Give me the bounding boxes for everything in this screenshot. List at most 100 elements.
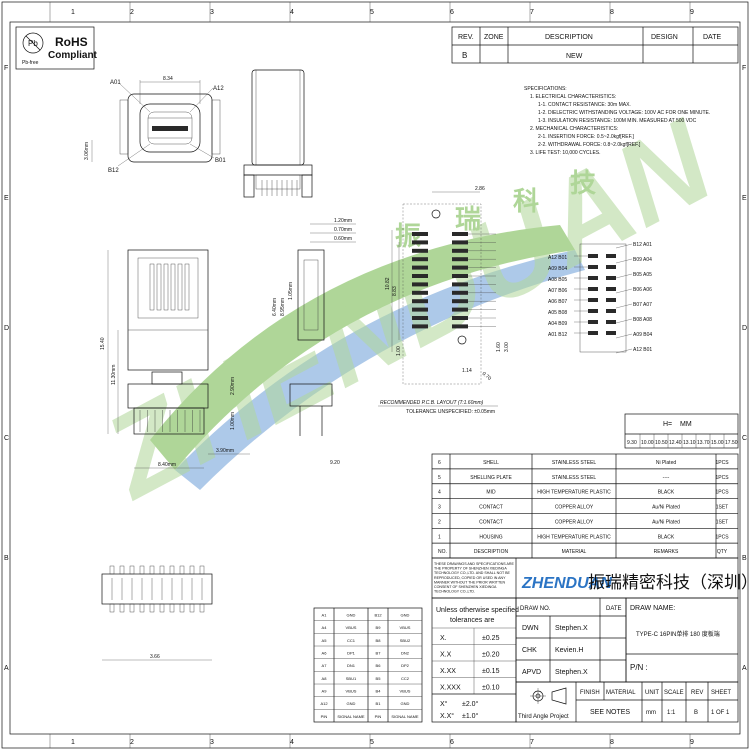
- bom-cell: 1PCS: [715, 534, 729, 540]
- tol-angle1-val: ±2.0°: [462, 700, 479, 708]
- a12-label: A12: [213, 86, 224, 92]
- pin-signal-cell: A9: [322, 689, 328, 694]
- pin-map-right-label: B12 A01: [633, 242, 652, 248]
- bom-cell: COPPER ALLOY: [555, 519, 594, 525]
- pin-signal-cell: SBU2: [400, 638, 411, 643]
- slot: [163, 263, 169, 311]
- bottom-contact: [159, 565, 165, 575]
- d-0-60-dim: 0.60mm: [334, 236, 352, 242]
- pin-signal-cell: GND: [347, 701, 356, 706]
- bottom-contact: [189, 603, 195, 613]
- pin-signal-cell: A5: [322, 638, 328, 643]
- scale-label: SCALE: [664, 690, 684, 696]
- pin-map-right-label: B08 A08: [633, 317, 652, 323]
- tolerance-rows: X.±0.25X.X±0.20X.XX±0.15X.XXX±0.10: [432, 627, 516, 694]
- pcb-pad-left: [412, 299, 428, 304]
- pin-map-pad: [606, 265, 616, 269]
- zone-col-bottom: 9: [690, 739, 694, 746]
- pcb-layout: 10.82 8.83 2.86 1.00 1.14 0.70 3.00 1.60…: [378, 186, 510, 415]
- watermark-swoosh-blue: [175, 250, 585, 490]
- watermark: ZHENDUAN 振 瑞 科 技: [83, 94, 735, 524]
- d-3-00-dim: 3.00: [504, 342, 510, 352]
- bom-cell: STAINLESS STEEL: [552, 475, 597, 481]
- pin-map-leader: [615, 273, 633, 279]
- d-3-66-dim: 3.66: [150, 654, 160, 660]
- pin-signal-cell: B1: [376, 701, 382, 706]
- zone-row-right: D: [742, 325, 747, 332]
- pin-map-leader: [615, 303, 633, 309]
- tolerance-block: Unless otherwise specified tolerances ar…: [431, 597, 519, 723]
- h-unit: MM: [680, 421, 692, 428]
- notice-line: THE PROPERTY OF SHENZHEN XIEDINGA: [434, 567, 507, 571]
- pcb-pad-left: [412, 282, 428, 287]
- bom-cell: 2: [438, 519, 441, 525]
- pcb-pad-right: [452, 290, 468, 295]
- bottom-contact: [119, 603, 125, 613]
- pin-map-leader: [615, 348, 633, 354]
- projection-label: Third Angle Project: [518, 714, 569, 720]
- bom-cell: Au/Ni Plated: [652, 519, 680, 525]
- pcb-pad-left: [412, 248, 428, 253]
- pin-signal-cell: VBUS: [400, 625, 411, 630]
- d-1-14-dim: 1.14: [462, 368, 472, 374]
- sheet-value: 1 OF 1: [711, 710, 730, 716]
- draw-name-label: DRAW NAME:: [630, 605, 675, 612]
- draw-name: TYPE-C 16PIN单排 180 度板端: [636, 630, 720, 638]
- pcb-pad-right: [452, 248, 468, 253]
- pin-signal-cell: SIGNAL NAME: [337, 714, 365, 719]
- pin-map-pad: [588, 309, 598, 313]
- date-label: DATE: [606, 606, 622, 612]
- bom-cell: 1: [438, 534, 441, 540]
- pin-signal-cell: PIN: [375, 714, 382, 719]
- pin-map-leader: [615, 243, 633, 249]
- slot: [156, 263, 162, 311]
- bom-cell: CONTACT: [479, 519, 503, 525]
- finish-label: FINISH: [580, 690, 600, 696]
- notice-line: TECHNOLOGY CO.,LTD. AND SHALL NOT BE: [434, 571, 511, 575]
- zone-col-top: 1: [71, 9, 75, 16]
- d-8-83-dim: 8.83: [392, 286, 398, 296]
- bom-cell: 4: [438, 490, 441, 496]
- bom-cell: ----: [663, 475, 670, 481]
- pin-signal-cell: CC2: [401, 676, 410, 681]
- rohs-logo: Pb Pb-free RoHS Compliant: [15, 26, 98, 70]
- d-2-90-dim: 2.90mm: [230, 377, 236, 395]
- bottom-width-dim: 3.90mm: [216, 448, 234, 454]
- h-value: 12.40: [669, 440, 682, 446]
- pcb-pad-left: [412, 265, 428, 270]
- tol-angle2: X.X°: [440, 712, 454, 720]
- tol-key: X.XX: [440, 668, 456, 675]
- pin-signal-cell: A7: [322, 663, 328, 668]
- rev-value-title: B: [694, 710, 698, 716]
- pin-signal-cell: PIN: [321, 714, 328, 719]
- d-1-00b-dim: 1.00mm: [230, 412, 236, 430]
- side-c-dim: 1.05mm: [288, 282, 294, 300]
- bom-cell: COPPER ALLOY: [555, 505, 594, 511]
- pin-signal-cell: B5: [376, 676, 382, 681]
- tol-key: X.XXX: [440, 685, 461, 692]
- bottom-contact: [159, 603, 165, 613]
- pin-map-pad: [588, 254, 598, 258]
- signoff-name: Kevien.H: [555, 647, 583, 654]
- bottom-contact: [169, 565, 175, 575]
- zone-col-bottom: 3: [210, 739, 214, 746]
- bom-cell: BLACK: [658, 534, 675, 540]
- b12-label: B12: [108, 168, 119, 174]
- zone-row-left: B: [4, 555, 9, 562]
- pin-signal-cell: A12: [320, 701, 328, 706]
- pb-free-icon: [22, 32, 44, 54]
- company-name-cn: 振瑞精密科技（深圳）有限公司: [588, 573, 750, 592]
- title-block: DRAW NAME: TYPE-C 16PIN单排 180 度板端 P/N : …: [515, 597, 739, 723]
- left-view-slots: [149, 263, 190, 311]
- bottom-contact: [169, 603, 175, 613]
- zone-col-top: 6: [450, 9, 454, 16]
- pcb-pad-right: [452, 274, 468, 278]
